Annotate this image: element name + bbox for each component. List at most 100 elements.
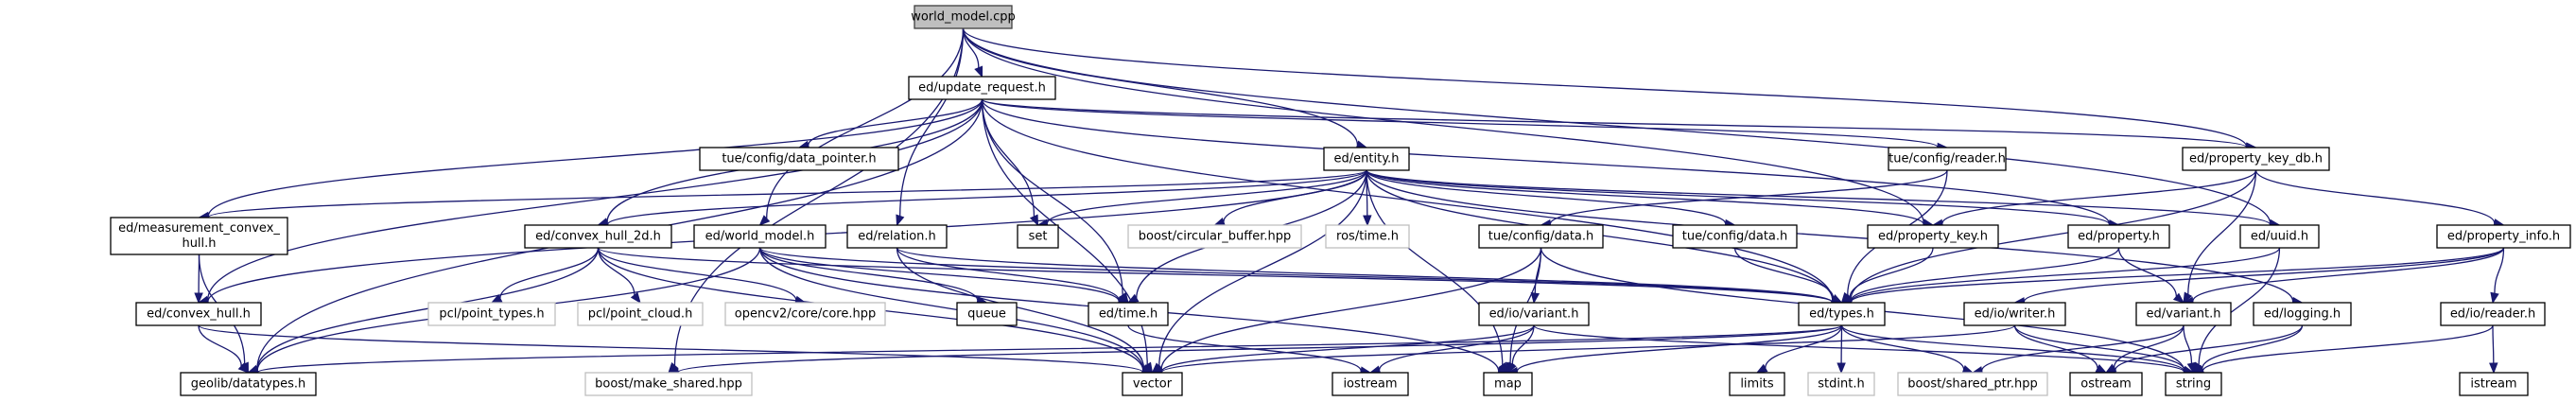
node-io-variant[interactable]: ed/io/variant.h <box>1478 302 1590 326</box>
node-limits[interactable]: limits <box>1729 372 1785 396</box>
node-box <box>2239 224 2320 249</box>
node-pcl-types: pcl/point_types.h <box>427 302 556 326</box>
edge-uuid-to-string <box>2198 247 2281 365</box>
node-logging[interactable]: ed/logging.h <box>2253 302 2352 326</box>
edge-time_h-to-iostream <box>1127 324 1362 372</box>
node-iostream[interactable]: iostream <box>1332 372 1409 396</box>
node-shared-ptr: boost/shared_ptr.hpp <box>1897 372 2048 396</box>
arrowhead-icon <box>974 65 983 79</box>
arrowhead-icon <box>237 362 250 374</box>
edge-types-to-map <box>1516 324 1843 372</box>
arrowhead-icon <box>1961 364 1975 374</box>
arrowhead-icon <box>2183 291 2193 305</box>
node-label: map <box>1494 377 1522 392</box>
node-make-shared: boost/make_shared.hpp <box>584 372 753 396</box>
node-box <box>1325 224 1410 249</box>
node-io-writer[interactable]: ed/io/writer.h <box>1963 302 2066 326</box>
edge-convex_hull-to-vector <box>198 324 1144 374</box>
node-string[interactable]: string <box>2165 372 2222 396</box>
edge-tue_data_a-to-vector <box>1160 247 1542 370</box>
arrowhead-icon <box>1506 361 1517 375</box>
node-relation[interactable]: ed/relation.h <box>846 224 948 249</box>
node-convex-hull-2d[interactable]: ed/convex_hull_2d.h <box>524 224 672 249</box>
node-istream[interactable]: istream <box>2459 372 2529 396</box>
edge-world_model_h-to-types <box>758 247 1834 304</box>
node-update-request[interactable]: ed/update_request.h <box>908 76 1056 100</box>
edge-update_request-to-tue_reader <box>981 98 1939 149</box>
edge-variant-to-ostream <box>2113 324 2184 368</box>
node-io-reader[interactable]: ed/io/reader.h <box>2440 302 2546 326</box>
node-label: ed/io/writer.h <box>1975 307 2056 322</box>
node-label: geolib/datatypes.h <box>191 377 306 392</box>
node-label: world_model.cpp <box>911 10 1016 25</box>
node-box <box>908 76 1056 100</box>
edge-world_model_cpp-to-entity <box>962 27 1359 146</box>
node-map[interactable]: map <box>1483 372 1533 396</box>
node-box <box>1478 302 1590 326</box>
node-label: boost/circular_buffer.hpp <box>1139 230 1292 244</box>
node-property-key[interactable]: ed/property_key.h <box>1867 224 1999 249</box>
edge-types-to-string <box>1840 324 2185 372</box>
arrowhead-icon <box>2172 292 2185 304</box>
arrowhead-icon <box>1836 362 1846 375</box>
node-box <box>110 217 288 255</box>
node-queue[interactable]: queue <box>956 302 1018 326</box>
node-variant[interactable]: ed/variant.h <box>2135 302 2232 326</box>
node-world-model-cpp[interactable]: world_model.cpp <box>911 5 1016 29</box>
node-box <box>180 372 317 396</box>
node-label: tue/config/data.h <box>1682 230 1788 244</box>
node-tue-reader[interactable]: tue/config/reader.h <box>1888 147 2007 171</box>
arrowhead-icon <box>1213 217 1226 226</box>
edge-uuid-to-types <box>1850 247 2281 303</box>
node-entity[interactable]: ed/entity.h <box>1323 147 1410 171</box>
edge-entity-to-property_key <box>1366 169 1924 225</box>
node-convex-hull[interactable]: ed/convex_hull.h <box>135 302 262 326</box>
node-label: pcl/point_types.h <box>439 307 544 322</box>
node-opencv: opencv2/core/core.hpp <box>724 302 886 326</box>
node-label: tue/config/data.h <box>1488 230 1594 244</box>
arrowhead-icon <box>1029 214 1039 227</box>
edge-update_request-to-meas_hull <box>207 98 983 217</box>
node-box <box>2067 224 2170 249</box>
node-property[interactable]: ed/property.h <box>2067 224 2170 249</box>
edge-world_model_cpp-to-uuid <box>962 27 2271 224</box>
node-box <box>914 5 1013 29</box>
node-layer: world_model.cpp ed/update_request.h ed/ent… <box>110 5 2571 396</box>
edge-io_variant-to-string <box>1533 324 2185 373</box>
node-data-pointer[interactable]: tue/config/data_pointer.h <box>699 147 899 171</box>
edge-types-to-geolib <box>256 324 1843 374</box>
node-vector[interactable]: vector <box>1122 372 1183 396</box>
node-property-info[interactable]: ed/property_info.h <box>2436 224 2571 249</box>
node-label: limits <box>1740 377 1774 392</box>
edge-update_request-to-convex_hull <box>207 98 983 301</box>
node-geolib[interactable]: geolib/datatypes.h <box>180 372 317 396</box>
edge-variant-to-shared_ptr <box>1981 324 2184 372</box>
node-box <box>1963 302 2066 326</box>
node-time-h[interactable]: ed/time.h <box>1088 302 1169 326</box>
node-box <box>1798 302 1886 326</box>
node-set[interactable]: set <box>1017 224 1059 249</box>
node-tue-data-b[interactable]: tue/config/data.h <box>1672 224 1798 249</box>
node-world-model-h[interactable]: ed/world_model.h <box>693 224 827 249</box>
node-uuid[interactable]: ed/uuid.h <box>2239 224 2320 249</box>
edge-io_variant-to-iostream <box>1378 324 1535 371</box>
node-box <box>1897 372 2048 396</box>
node-label: ed/update_request.h <box>918 81 1046 96</box>
edge-logging-to-string <box>2202 324 2304 370</box>
node-property-key-db[interactable]: ed/property_key_db.h <box>2182 147 2330 171</box>
node-tue-data-a[interactable]: tue/config/data.h <box>1478 224 1604 249</box>
node-types[interactable]: ed/types.h <box>1798 302 1886 326</box>
node-label: ed/measurement_convex_ <box>118 221 280 236</box>
node-label: string <box>2176 377 2211 392</box>
arrowhead-icon <box>758 215 771 226</box>
node-box <box>1017 224 1059 249</box>
node-meas-hull[interactable]: ed/measurement_convex_hull.h <box>110 217 288 255</box>
edge-entity-to-convex_hull_2d <box>606 169 1367 225</box>
edge-world_model_cpp-to-world_model_h <box>766 27 965 219</box>
arrowhead-icon <box>2186 361 2196 375</box>
node-box <box>135 302 262 326</box>
edge-world_model_h-to-time_h <box>758 247 1120 302</box>
node-ostream[interactable]: ostream <box>2069 372 2143 396</box>
node-box <box>1672 224 1798 249</box>
